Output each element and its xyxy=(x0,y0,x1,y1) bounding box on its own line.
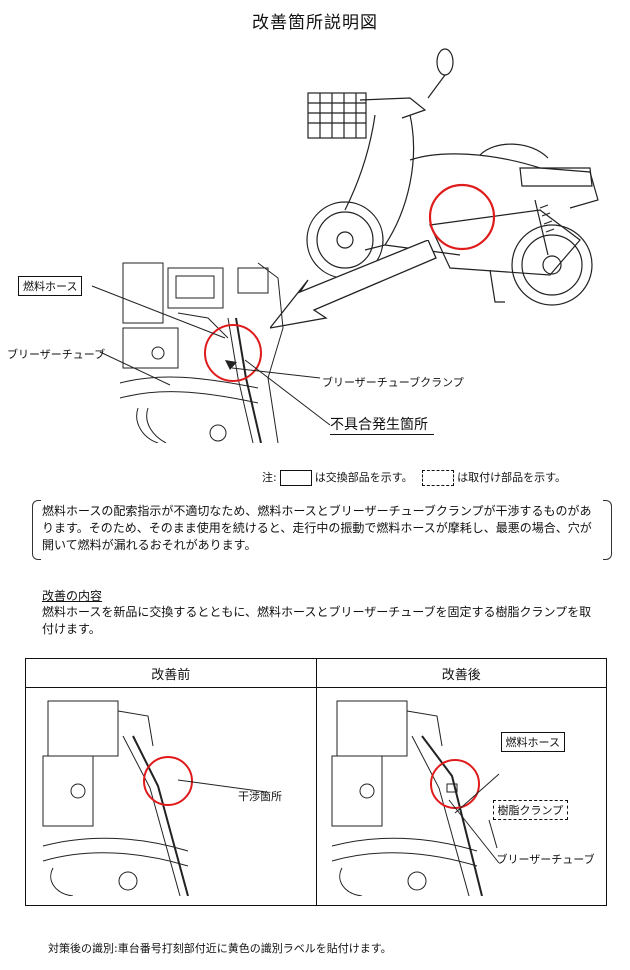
legend-prefix: 注: xyxy=(262,471,277,484)
breather-clamp-label: ブリーザーチューブクランプ xyxy=(322,376,464,389)
legend-solid-text: は交換部品を示す。 xyxy=(314,471,413,484)
improvement-heading: 改善の内容 xyxy=(42,589,103,603)
page-title: 改善箇所説明図 xyxy=(252,13,378,33)
after-cell: 燃料ホース 樹脂クランプ ブリーザーチューブ xyxy=(315,687,607,906)
detail-highlight-circle xyxy=(204,324,262,382)
bracket-right xyxy=(603,500,612,560)
defect-location-label: 不具合発生箇所 xyxy=(330,414,434,435)
callout-arrow xyxy=(270,240,437,329)
after-fuel-hose-label: 燃料ホース xyxy=(500,732,565,752)
after-breather-label: ブリーザーチューブ xyxy=(496,853,595,866)
scooter-illustration xyxy=(306,48,599,306)
before-header: 改善前 xyxy=(25,658,317,688)
detail-leader-lines xyxy=(91,285,331,426)
legend-dashed-text: は取付け部品を示す。 xyxy=(457,471,567,484)
improvement-text: 燃料ホースを新品に交換するとともに、燃料ホースとブリーザーチューブを固定する樹脂… xyxy=(42,605,592,636)
after-leader-lines xyxy=(448,773,499,864)
bracket-left xyxy=(32,500,41,560)
interference-label: 干渉箇所 xyxy=(238,790,282,803)
legend-solid-box xyxy=(279,470,312,486)
highlight-circle xyxy=(428,183,496,251)
before-illustration xyxy=(42,700,193,896)
after-clamp-label: 樹脂クランプ xyxy=(492,800,569,820)
legend-dashed-box xyxy=(422,470,455,486)
after-header: 改善後 xyxy=(315,658,607,688)
before-leader-line xyxy=(177,779,267,793)
before-cell: 干渉箇所 xyxy=(25,687,317,906)
fuel-hose-label: 燃料ホース xyxy=(18,276,83,296)
comparison-table: 改善前 改善後 xyxy=(25,658,607,906)
legend: 注: は交換部品を示す。 は取付け部品を示す。 xyxy=(262,469,566,486)
description-text: 燃料ホースの配索指示が不適切なため、燃料ホースとブリーザーチューブクランプが干渉… xyxy=(42,504,592,552)
breather-tube-label: ブリーザーチューブ xyxy=(7,348,106,361)
engine-detail-illustration xyxy=(119,262,284,443)
identification-note: 対策後の識別:車台番号打刻部付近に黄色の識別ラベルを貼付けます。 xyxy=(48,942,392,955)
